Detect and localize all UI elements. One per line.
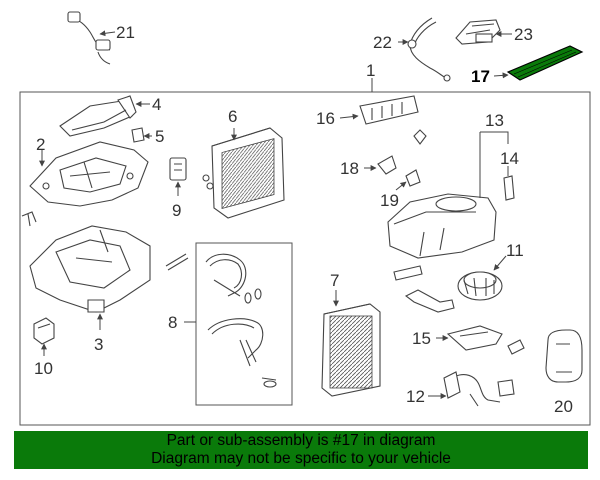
notice-banner: Part or sub-assembly is #17 in diagram D… [14, 431, 588, 469]
bracket-part[interactable] [455, 19, 501, 45]
clip-row-part[interactable] [165, 253, 189, 271]
callout-4: 4 [152, 95, 161, 114]
callout-2: 2 [36, 135, 45, 154]
evaporator-core-part[interactable] [202, 127, 285, 219]
callout-8: 8 [168, 313, 177, 332]
blower-harness-part[interactable] [443, 371, 515, 407]
cabin-air-filter-part[interactable] [506, 45, 584, 81]
intake-grille-part[interactable] [359, 95, 419, 125]
callout-13: 13 [485, 111, 504, 130]
callout-14: 14 [500, 149, 519, 168]
support-bracket-part[interactable] [404, 289, 455, 313]
sensor-part[interactable] [169, 157, 187, 181]
grommet-part[interactable] [405, 169, 421, 187]
callout-11: 11 [506, 241, 524, 260]
blower-housing-part[interactable] [387, 193, 497, 259]
callout-5: 5 [155, 127, 164, 146]
callout-17: 17 [471, 67, 490, 86]
lower-case-part[interactable] [29, 225, 151, 313]
clip-part-14[interactable] [503, 175, 515, 201]
heater-core-part[interactable] [321, 303, 381, 397]
air-duct-part[interactable] [59, 95, 137, 137]
callout-1: 1 [366, 61, 375, 80]
blower-motor-part[interactable] [457, 271, 503, 301]
callout-12: 12 [406, 387, 425, 406]
upper-case-part[interactable] [29, 141, 149, 207]
callout-15: 15 [412, 329, 431, 348]
assembly-frame [19, 91, 591, 426]
hose-kit-frame [195, 242, 293, 406]
resistor-plate-part[interactable] [446, 325, 525, 355]
callout-23: 23 [514, 25, 533, 44]
harness-part[interactable] [407, 17, 451, 82]
small-bracket-part[interactable] [377, 155, 397, 175]
hose-kit-part[interactable] [205, 253, 277, 388]
callout-18: 18 [340, 159, 359, 178]
clip-part-5[interactable] [131, 127, 145, 143]
wire-connector-part[interactable] [67, 11, 111, 65]
callout-10: 10 [34, 359, 53, 378]
callout-9: 9 [172, 201, 181, 220]
callout-7: 7 [330, 271, 339, 290]
banner-line-1: Part or sub-assembly is #17 in diagram [166, 432, 436, 449]
cover-part[interactable] [545, 329, 583, 383]
callout-20: 20 [554, 397, 573, 416]
callout-3: 3 [94, 335, 103, 354]
clip-part-16b[interactable] [413, 129, 427, 145]
callout-21: 21 [116, 23, 135, 42]
callout-19: 19 [380, 191, 399, 210]
banner-line-2: Diagram may not be specific to your vehi… [151, 450, 451, 467]
callout-16: 16 [316, 109, 335, 128]
actuator-part[interactable] [33, 317, 55, 345]
callout-6: 6 [228, 107, 237, 126]
gasket-part[interactable] [393, 265, 423, 281]
screw-part[interactable] [21, 211, 37, 227]
callout-22: 22 [373, 33, 392, 52]
parts-diagram: 21 22 23 17 1 4 5 [19, 11, 591, 426]
